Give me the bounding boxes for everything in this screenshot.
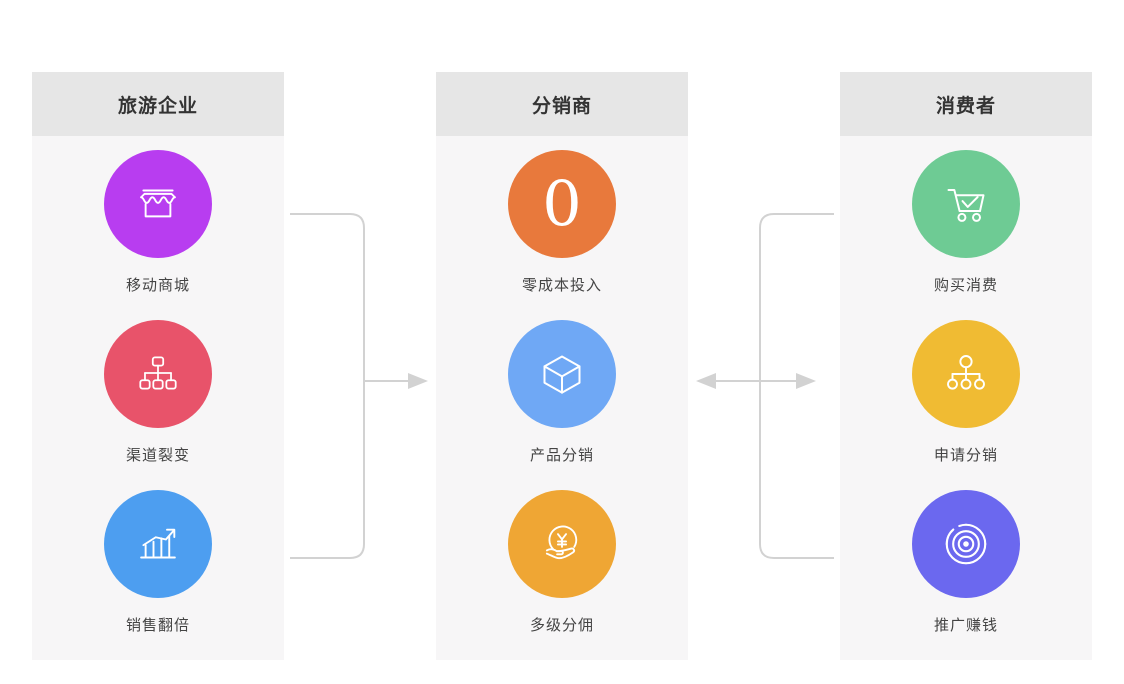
connector-distributor-consumer [696,213,834,559]
node-label: 销售翻倍 [125,617,190,634]
node-circle [508,320,616,428]
zero-digit-icon: 0 [542,167,582,240]
node-label: 移动商城 [125,277,190,294]
column-header-consumer: 消费者 [840,72,1092,136]
node-apply-distribution[interactable]: 申请分销 [840,320,1092,490]
node-promote-earn[interactable]: 推广赚钱 [840,490,1092,660]
node-label: 零成本投入 [521,277,602,294]
node-mobile-mall[interactable]: 移动商城 [32,150,284,320]
column-title: 旅游企业 [117,95,198,117]
node-label: 渠道裂变 [125,447,190,464]
cube-box-icon [534,346,590,402]
connector-enterprise-to-distributor [290,213,428,559]
column-body: 购买消费 [840,136,1092,660]
column-body: 0 零成本投入 产品分销 [436,136,688,660]
node-circle [912,490,1020,598]
shopping-cart-check-icon [938,176,994,232]
node-multilevel-commission[interactable]: 多级分佣 [436,490,688,660]
column-header-distributor: 分销商 [436,72,688,136]
node-circle [912,320,1020,428]
column-title: 消费者 [935,95,996,117]
node-label: 申请分销 [933,447,998,464]
node-label: 多级分佣 [529,617,594,634]
node-circle [104,320,212,428]
arrow-head-right [408,373,428,389]
node-zero-cost[interactable]: 0 零成本投入 [436,150,688,320]
storefront-icon [131,177,185,231]
arrow-head-left [696,373,716,389]
column-title: 分销商 [531,95,592,117]
target-rings-icon [938,516,994,572]
bar-chart-growth-icon [131,517,185,571]
column-distributor: 分销商 0 零成本投入 [436,72,688,660]
node-sales-double[interactable]: 销售翻倍 [32,490,284,660]
node-circle [104,150,212,258]
node-circle [104,490,212,598]
column-body: 移动商城 [32,136,284,660]
network-nodes-icon [939,347,993,401]
node-circle: 0 [508,150,616,258]
arrow-head-right [796,373,816,389]
node-label: 产品分销 [529,447,594,464]
hand-yuan-coin-icon [534,516,590,572]
column-tourism-enterprise: 旅游企业 移动商城 [32,72,284,660]
node-channel-fission[interactable]: 渠道裂变 [32,320,284,490]
node-product-distribution[interactable]: 产品分销 [436,320,688,490]
node-circle [508,490,616,598]
node-purchase-consume[interactable]: 购买消费 [840,150,1092,320]
column-header-tourism-enterprise: 旅游企业 [32,72,284,136]
node-label: 购买消费 [933,277,998,294]
node-circle [912,150,1020,258]
column-consumer: 消费者 购买消费 [840,72,1092,660]
sitemap-icon [133,349,183,399]
node-label: 推广赚钱 [933,617,998,634]
